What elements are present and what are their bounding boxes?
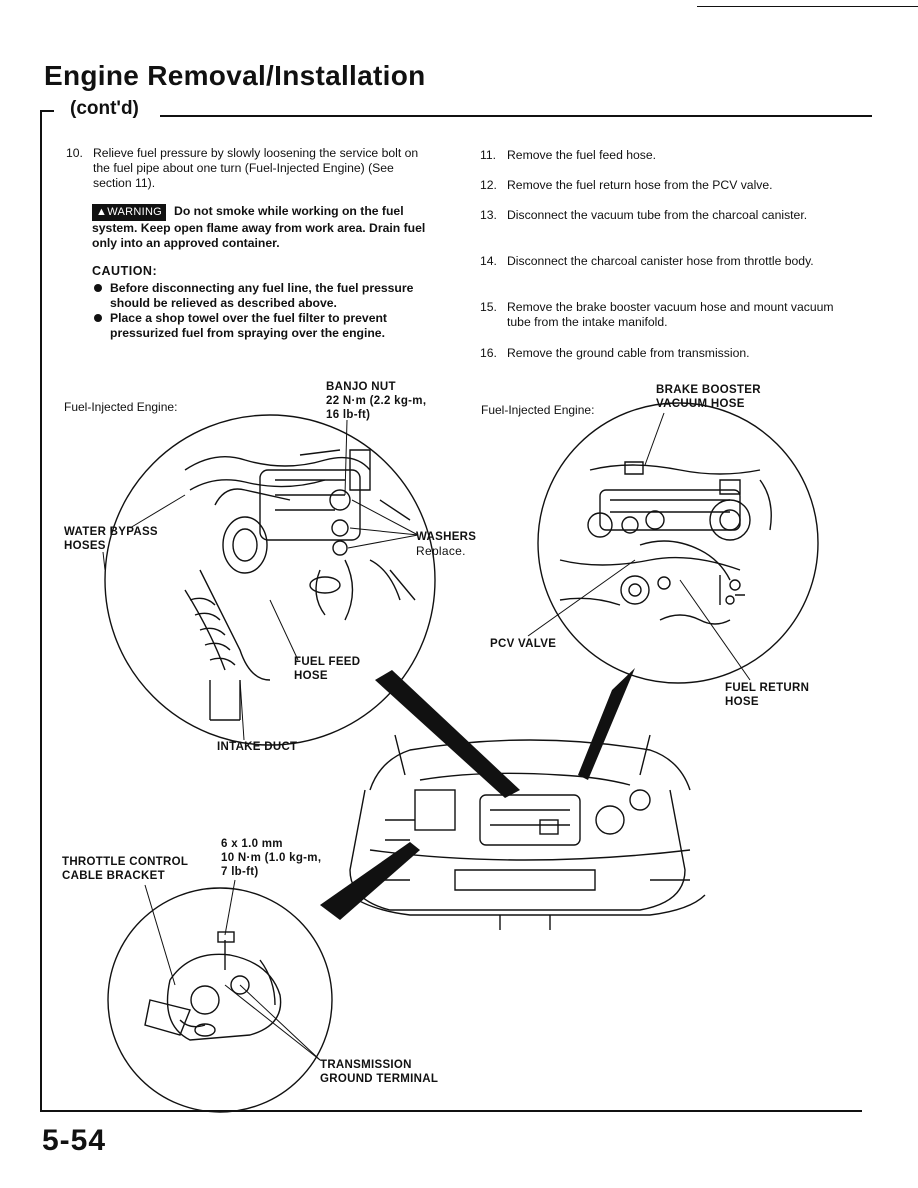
- left-margin-rule: [40, 110, 42, 1110]
- label-line: 6 x 1.0 mm: [221, 838, 283, 850]
- step-number: 14.: [480, 254, 497, 268]
- water-bypass-label: WATER BYPASS HOSES: [64, 525, 158, 553]
- bracket-sketch: [144, 931, 282, 1041]
- label-line: GROUND TERMINAL: [320, 1073, 439, 1085]
- label-line: TRANSMISSION: [320, 1059, 412, 1071]
- intake-duct-label: INTAKE DUCT: [217, 741, 298, 753]
- warning-badge-label: WARNING: [107, 206, 163, 218]
- warning-badge: ▲WARNING: [92, 204, 167, 221]
- left-corner-tick: [40, 110, 54, 112]
- label-line: HOSE: [294, 670, 328, 682]
- label-line: FUEL RETURN: [725, 682, 810, 694]
- step-10-text: Relieve fuel pressure by slowly loosenin…: [93, 146, 419, 190]
- step-11: 11. Remove the fuel feed hose.: [480, 148, 845, 163]
- label-line: 16 lb-ft): [326, 409, 371, 421]
- throttle-cable-bracket-label: THROTTLE CONTROL CABLE BRACKET: [62, 855, 188, 883]
- step-number: 16.: [480, 346, 497, 360]
- transmission-ground-label: TRANSMISSION GROUND TERMINAL: [320, 1058, 438, 1086]
- step-text: Disconnect the charcoal canister hose fr…: [507, 254, 814, 268]
- caution-item: Place a shop towel over the fuel filter …: [92, 311, 426, 341]
- step-10-number: 10.: [66, 146, 83, 160]
- footer-rule: [40, 1110, 862, 1112]
- step-14: 14. Disconnect the charcoal canister hos…: [480, 254, 845, 269]
- transmission-detail-circle: [107, 887, 333, 1113]
- label-line: WATER BYPASS: [64, 526, 158, 538]
- label-line: Replace.: [416, 544, 466, 558]
- label-line: BANJO NUT: [326, 381, 396, 393]
- label-line: 7 lb-ft): [221, 866, 259, 878]
- label-line: WASHERS: [416, 531, 477, 543]
- step-text: Remove the ground cable from transmissio…: [507, 346, 750, 360]
- step-10: 10. Relieve fuel pressure by slowly loos…: [66, 146, 426, 191]
- step-number: 13.: [480, 208, 497, 222]
- bolt-spec-label: 6 x 1.0 mm 10 N·m (1.0 kg-m, 7 lb-ft): [221, 837, 321, 879]
- step-15: 15. Remove the brake booster vacuum hose…: [480, 300, 845, 330]
- step-13: 13. Disconnect the vacuum tube from the …: [480, 208, 845, 223]
- fuel-injected-label-right: Fuel-Injected Engine:: [481, 403, 595, 417]
- fuel-injected-label-left: Fuel-Injected Engine:: [64, 400, 178, 414]
- fuel-injected-detail-circle: [104, 414, 436, 746]
- fuel-return-hose-label: FUEL RETURN HOSE: [725, 681, 809, 709]
- callout-wedge-left: [375, 670, 520, 798]
- step-number: 11.: [480, 148, 497, 162]
- label-line: VACUUM HOSE: [656, 398, 745, 410]
- leader-lines: [102, 412, 751, 1061]
- step-16: 16. Remove the ground cable from transmi…: [480, 346, 845, 361]
- label-line: HOSES: [64, 540, 106, 552]
- warning-text: Do not smoke while working on the fuel s…: [92, 204, 426, 250]
- caution-item: Before disconnecting any fuel line, the …: [92, 281, 426, 311]
- page-subtitle: (cont'd): [70, 98, 139, 119]
- banjo-nut-label: BANJO NUT 22 N·m (2.2 kg-m, 16 lb-ft): [326, 380, 426, 422]
- step-text: Remove the brake booster vacuum hose and…: [507, 300, 834, 329]
- callout-wedge-right: [578, 668, 635, 780]
- step-number: 15.: [480, 300, 497, 314]
- label-line: HOSE: [725, 696, 759, 708]
- header-rule: [160, 115, 872, 117]
- caution-block: CAUTION: Before disconnecting any fuel l…: [92, 264, 426, 341]
- caution-title: CAUTION:: [92, 264, 158, 278]
- step-number: 12.: [480, 178, 497, 192]
- washers-label: WASHERS Replace.: [416, 530, 476, 558]
- brake-booster-label: BRAKE BOOSTER VACUUM HOSE: [656, 383, 761, 411]
- car-body-sketch: [349, 734, 706, 930]
- label-line: CABLE BRACKET: [62, 870, 165, 882]
- step-text: Remove the fuel return hose from the PCV…: [507, 178, 773, 192]
- page-number: 5-54: [42, 1124, 107, 1157]
- pcv-detail-circle: [537, 402, 819, 684]
- page-title: Engine Removal/Installation: [44, 60, 426, 91]
- label-line: 22 N·m (2.2 kg-m,: [326, 395, 427, 407]
- pcv-area-sketch: [559, 461, 772, 625]
- throttle-body-sketch: [184, 449, 416, 721]
- callout-wedge-bottom: [320, 842, 420, 920]
- label-line: 10 N·m (1.0 kg-m,: [221, 852, 322, 864]
- label-line: THROTTLE CONTROL: [62, 856, 189, 868]
- step-12: 12. Remove the fuel return hose from the…: [480, 178, 845, 193]
- step-text: Disconnect the vacuum tube from the char…: [507, 208, 808, 222]
- step-text: Remove the fuel feed hose.: [507, 148, 657, 162]
- pcv-valve-label: PCV VALVE: [490, 638, 557, 650]
- label-line: BRAKE BOOSTER: [656, 384, 761, 396]
- top-right-rule: [697, 6, 918, 7]
- label-line: FUEL FEED: [294, 656, 361, 668]
- fuel-feed-hose-label: FUEL FEED HOSE: [294, 655, 360, 683]
